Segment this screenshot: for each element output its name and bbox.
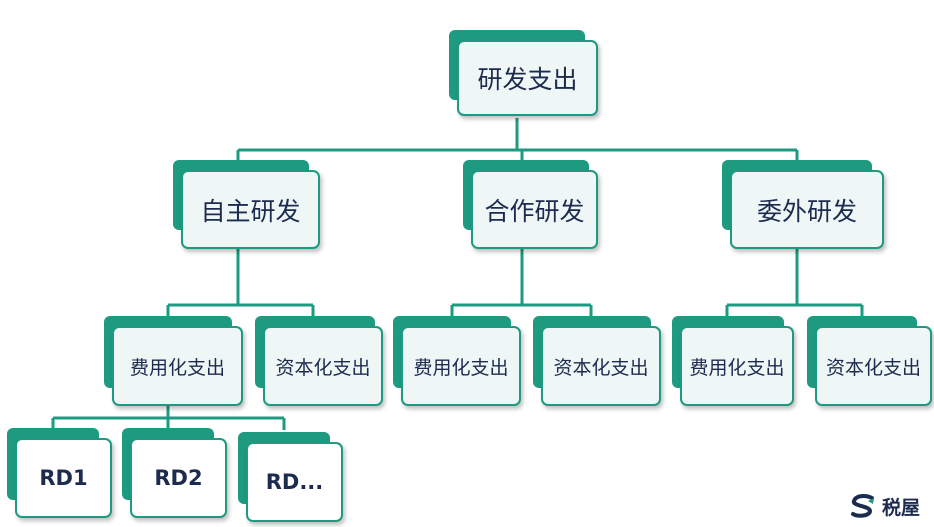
node-expensed-3-label: 费用化支出: [680, 326, 794, 406]
node-capitalized-1-label: 资本化支出: [263, 326, 383, 406]
node-self-rd-label: 自主研发: [181, 170, 320, 249]
brand-logo: 税屋: [848, 493, 920, 520]
node-rd-2-label: RD2: [130, 438, 227, 518]
node-rd-1-label: RD1: [15, 438, 112, 518]
brand-logo-text: 税屋: [882, 497, 921, 519]
node-coop-rd-label: 合作研发: [471, 170, 598, 249]
node-capitalized-3-label: 资本化支出: [815, 326, 932, 406]
node-expensed-1-label: 费用化支出: [112, 326, 243, 406]
node-expensed-2-label: 费用化支出: [401, 326, 521, 406]
node-root-label: 研发支出: [457, 40, 598, 116]
node-capitalized-2-label: 资本化支出: [541, 326, 661, 406]
shuiwu-s-logo-icon: [851, 493, 874, 518]
node-outsource-rd-label: 委外研发: [730, 170, 884, 249]
node-rd-more-label: RD...: [246, 442, 343, 522]
